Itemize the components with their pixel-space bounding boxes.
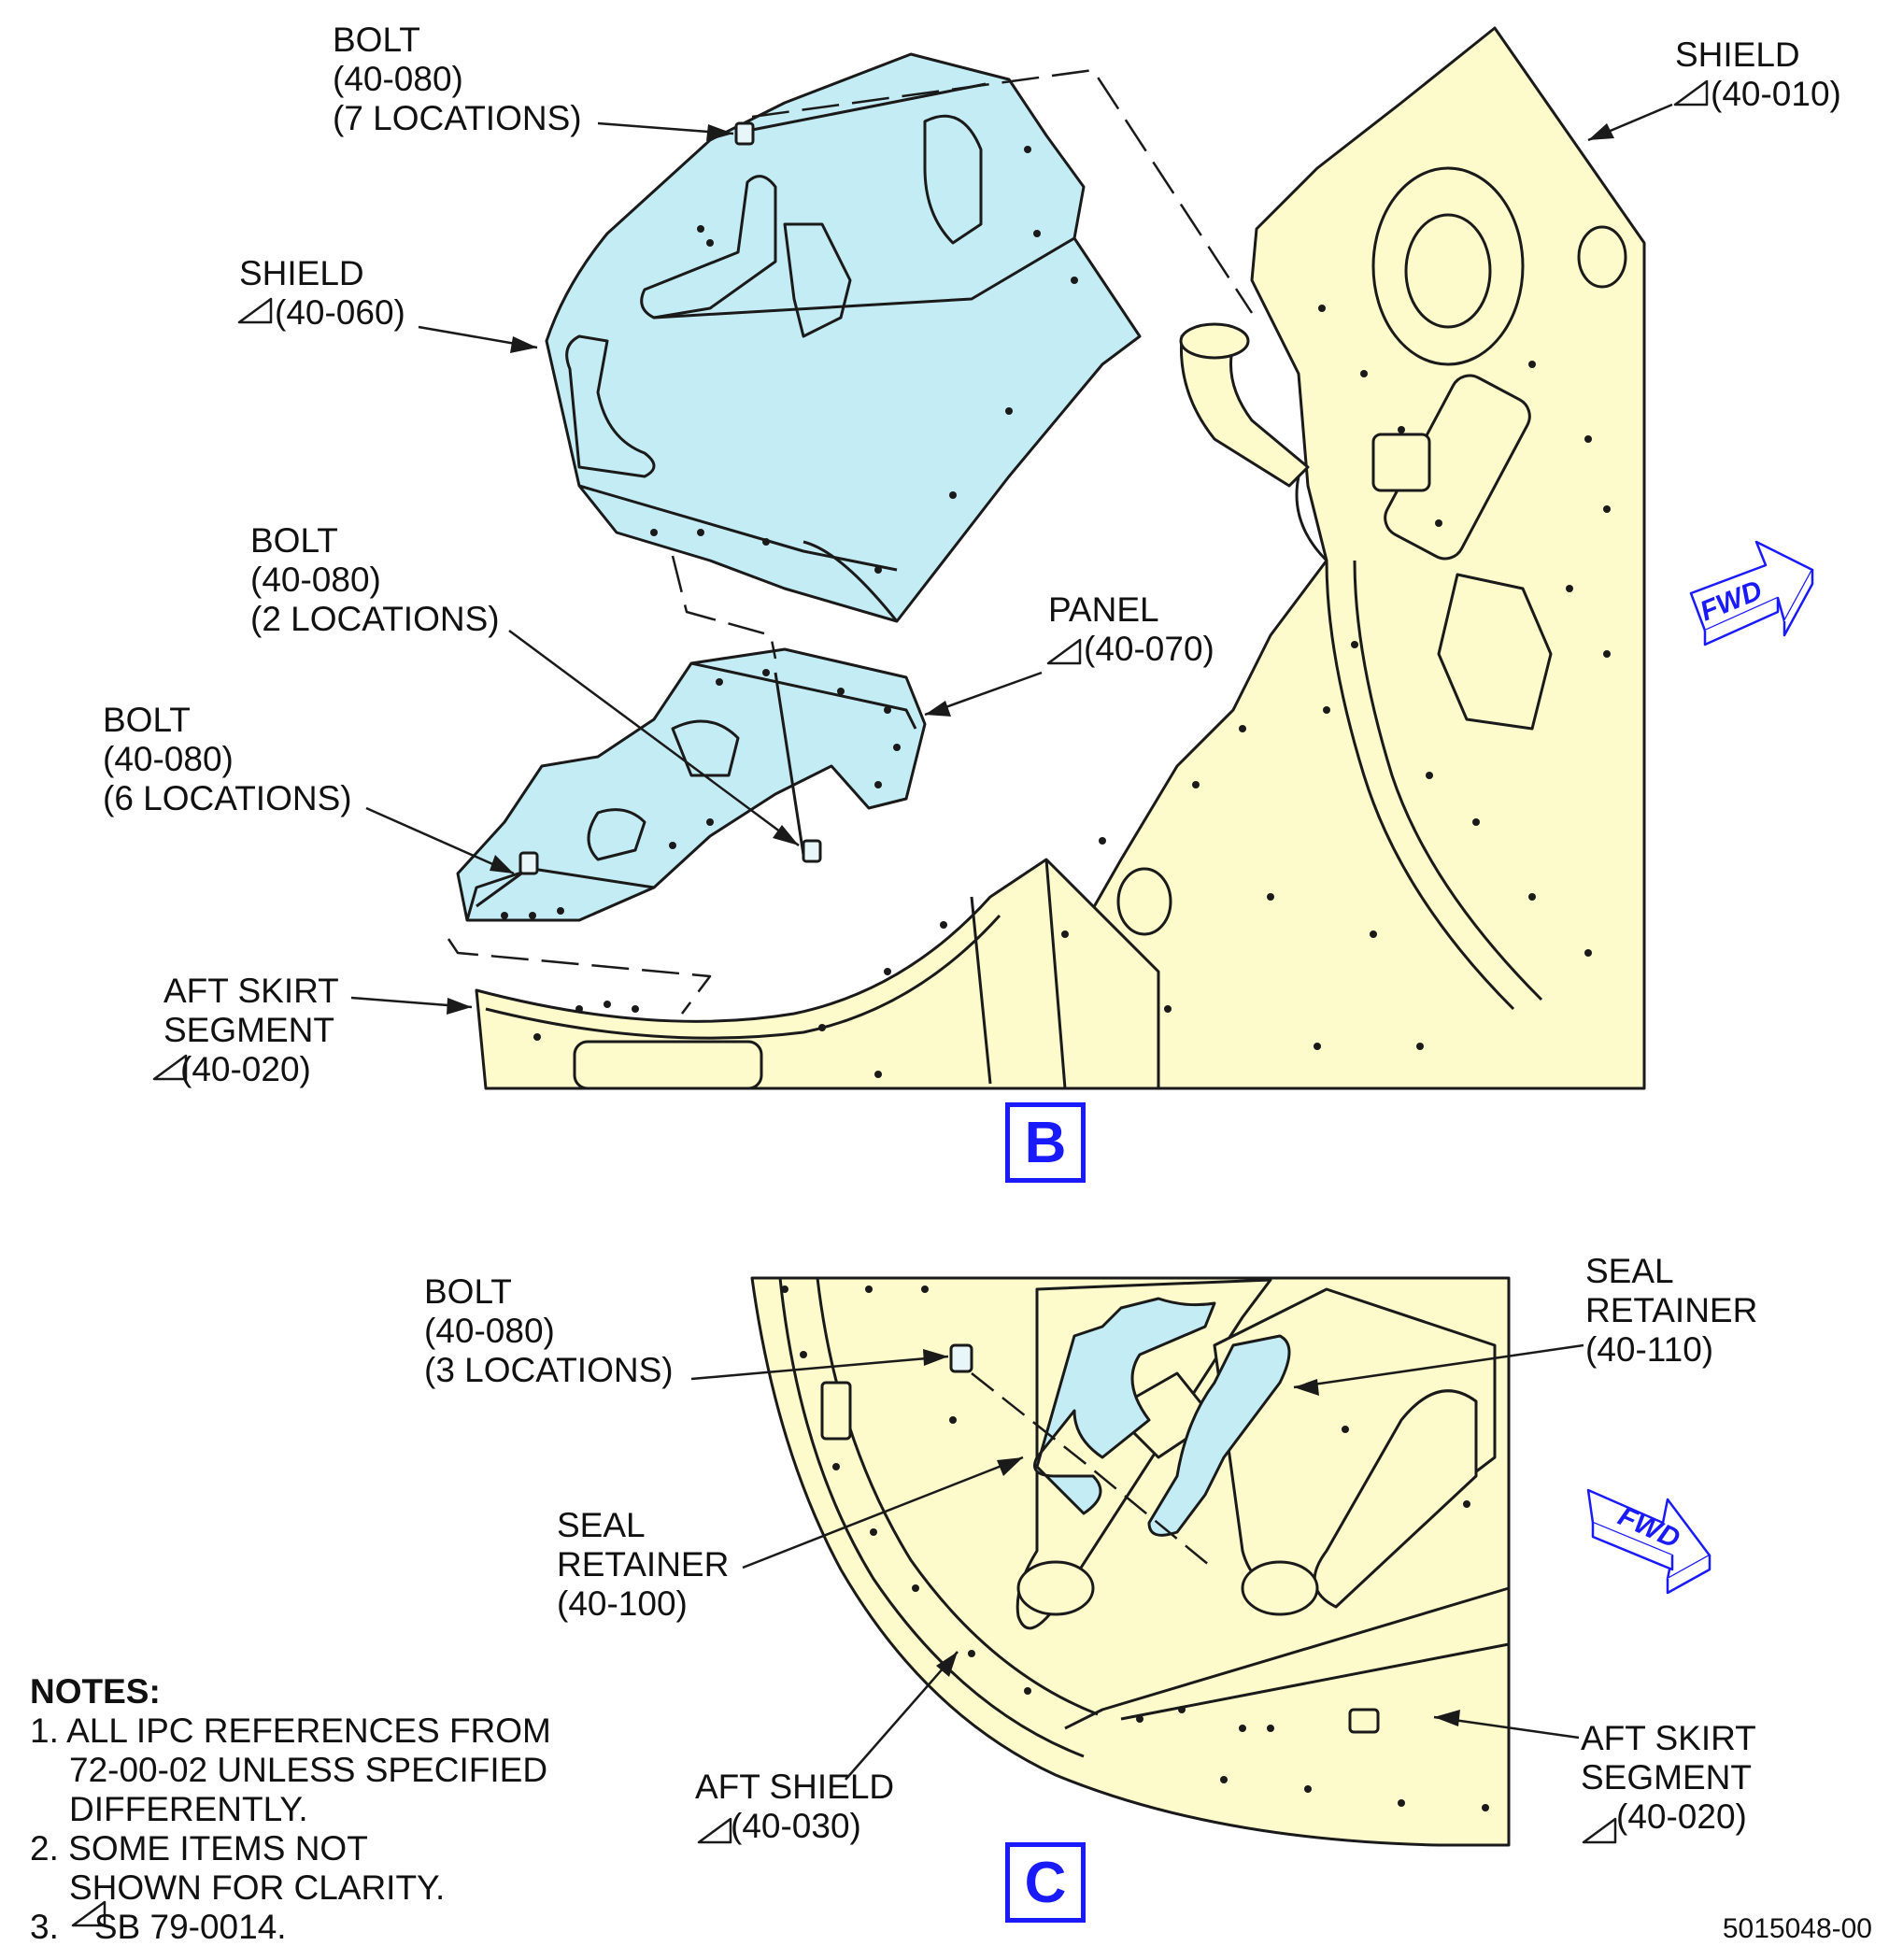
label-aft-skirt-segment-b: AFT SKIRT SEGMENT (40-020) [163, 972, 339, 1088]
label-bolt-3-locations: BOLT (40-080) (3 LOCATIONS) [424, 1272, 674, 1389]
label-aft-shield-40-030: AFT SHIELD (40-030) [695, 1768, 895, 1845]
document-id: 5015048-00 [1722, 1913, 1872, 1944]
note-3: 3.SB 79-0014. [30, 1908, 287, 1946]
label-seal-retainer-40-100: SEAL RETAINER (40-100) [557, 1506, 730, 1623]
label-bolt-2-locations: BOLT (40-080) (2 LOCATIONS) [250, 521, 500, 638]
view-b-identifier: B [1005, 1102, 1086, 1183]
notes-heading: NOTES: [30, 1672, 161, 1711]
shield-40-060-part [545, 52, 1142, 623]
seal-retainer-40-100-part [1033, 1297, 1216, 1515]
aft-skirt-segment-b [475, 858, 1160, 1090]
label-seal-retainer-40-110: SEAL RETAINER (40-110) [1585, 1252, 1758, 1369]
pipe-fitting [1179, 334, 1310, 488]
label-bolt-6-locations: BOLT (40-080) (6 LOCATIONS) [103, 701, 352, 817]
note-2: 2. SOME ITEMS NOT SHOWN FOR CLARITY. [30, 1829, 446, 1907]
seal-retainer-40-110-part [1147, 1334, 1291, 1537]
fwd-arrow-b [1689, 540, 1814, 646]
label-shield-40-010: SHIELD (40-010) [1675, 36, 1841, 113]
view-c-identifier: C [1005, 1842, 1086, 1923]
label-shield-40-060: SHIELD (40-060) [239, 254, 405, 332]
notes-block: NOTES: 1. ALL IPC REFERENCES FROM 72-00-… [30, 1672, 551, 1947]
label-aft-skirt-segment-c: AFT SKIRT SEGMENT (40-020) [1581, 1719, 1756, 1836]
panel-40-070-part [456, 647, 927, 922]
label-bolt-7-locations: BOLT (40-080) (7 LOCATIONS) [333, 21, 582, 137]
label-panel-40-070: PANEL (40-070) [1048, 590, 1214, 668]
fwd-arrow-c [1586, 1488, 1711, 1595]
note-1: 1. ALL IPC REFERENCES FROM 72-00-02 UNLE… [30, 1711, 551, 1828]
